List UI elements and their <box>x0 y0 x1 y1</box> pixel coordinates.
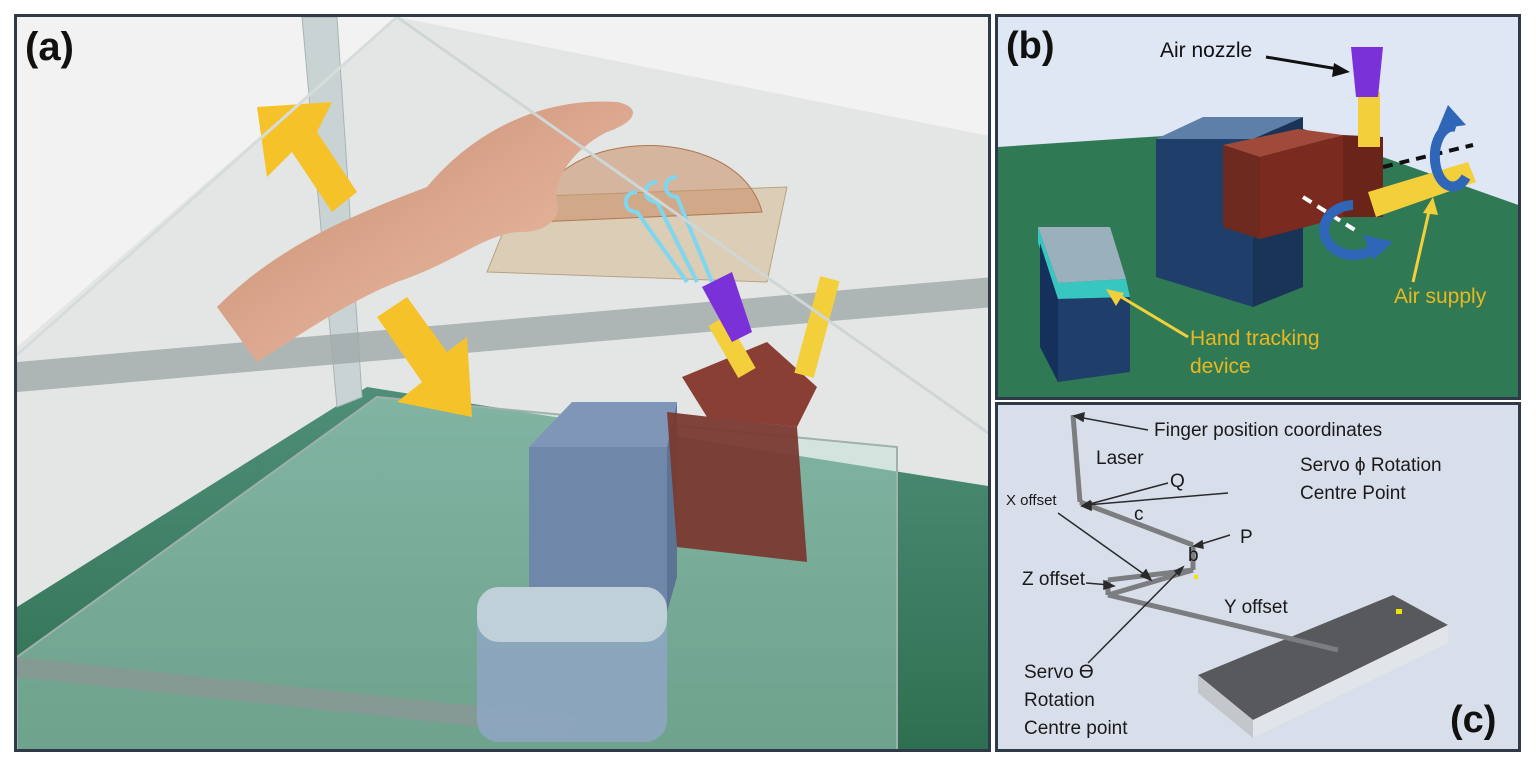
frame-bar <box>17 277 988 392</box>
rotation-arrow-icon <box>1429 105 1471 192</box>
air-nozzle <box>1351 47 1383 97</box>
label-servo-theta-rotation: Rotation <box>1024 690 1095 711</box>
label-air-supply: Air supply <box>1394 285 1487 308</box>
panel-b-label: (b) <box>1006 25 1055 67</box>
label-finger-position: Finger position coordinates <box>1154 420 1383 441</box>
servo-block <box>529 402 677 447</box>
label-c: c <box>1134 504 1144 525</box>
label-hand-tracking: Hand tracking <box>1190 327 1320 350</box>
label-servo-theta: Servo ϴ <box>1024 662 1094 683</box>
panel-a: (a) <box>14 14 991 752</box>
base-plate <box>1198 595 1448 720</box>
label-y-offset: Y offset <box>1224 597 1288 618</box>
motion-arrow-down-icon <box>377 297 472 417</box>
annotation-arrow <box>1411 206 1432 283</box>
hand-tracker <box>1038 227 1126 283</box>
marker-dot <box>1194 575 1198 579</box>
label-q: Q <box>1170 471 1185 492</box>
annotation-arrow <box>1265 55 1339 71</box>
air-supply-pipe <box>1368 162 1476 217</box>
hand-illustration <box>217 101 634 362</box>
label-p: P <box>1240 527 1253 548</box>
panel-c-label: (c) <box>1450 699 1497 741</box>
motor-block <box>1223 129 1343 157</box>
rotation-arrow-icon <box>1319 200 1393 260</box>
marker-dot <box>1396 609 1402 614</box>
label-air-nozzle: Air nozzle <box>1160 39 1253 62</box>
motor-block <box>682 342 817 427</box>
air-pipe <box>1358 92 1380 147</box>
annotation-arrow <box>1117 293 1189 339</box>
panel-b-illustration <box>998 17 1518 397</box>
servo-block <box>1156 117 1303 139</box>
panel-a-illustration <box>17 17 988 749</box>
motion-arrow-up-icon <box>257 102 357 212</box>
annotation-arrows <box>1057 411 1231 664</box>
panel-c: (c) Finger position coordinates Laser Se… <box>995 402 1521 752</box>
panel-a-label: (a) <box>25 25 74 69</box>
label-b: b <box>1188 545 1199 566</box>
air-nozzle <box>702 272 752 342</box>
label-laser: Laser <box>1096 448 1144 469</box>
frame-edge <box>17 657 577 737</box>
panel-c-diagram <box>998 405 1518 749</box>
label-z-offset: Z offset <box>1022 569 1086 590</box>
label-servo-theta-centre: Centre point <box>1024 718 1128 739</box>
panel-b: (b) Air nozzle Air supply Hand tracking … <box>995 14 1521 400</box>
label-servo-phi-centre: Centre Point <box>1300 483 1406 504</box>
label-hand-tracking-device: device <box>1190 355 1251 378</box>
label-x-offset: X offset <box>1006 492 1057 509</box>
air-pipe <box>794 276 840 378</box>
label-servo-phi: Servo ϕ Rotation <box>1300 455 1442 476</box>
